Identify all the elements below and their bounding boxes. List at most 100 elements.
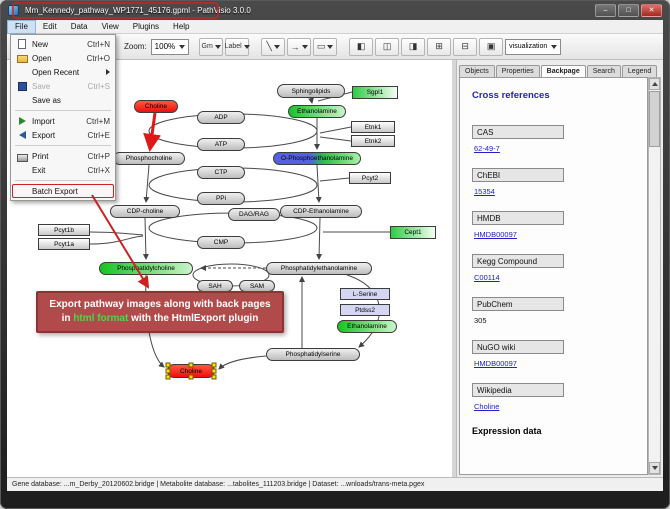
tab-legend[interactable]: Legend: [621, 65, 658, 77]
pathway-node-dag-rag[interactable]: DAG/RAG: [228, 208, 280, 221]
chevron-down-icon: [551, 44, 558, 49]
arrow-tool-button[interactable]: →: [287, 37, 312, 56]
status-bar: Gene database: ...m_Derby_20120602.bridg…: [7, 477, 663, 491]
line-tool-button[interactable]: ╲: [261, 37, 286, 56]
node-label: Etnk1: [364, 123, 382, 131]
pathway-node-etnk1[interactable]: Etnk1: [351, 121, 395, 133]
common-height-button[interactable]: ⊟: [453, 37, 478, 56]
menu-item-export-icon: [16, 131, 28, 139]
align-left-button[interactable]: ◧: [349, 37, 374, 56]
backpage-section-value[interactable]: HMDB00097: [474, 359, 517, 368]
file-menu-item-save-as[interactable]: Save as: [12, 93, 114, 107]
selection-handle[interactable]: [211, 362, 217, 368]
pathway-node-sam[interactable]: SAM: [239, 280, 275, 292]
pathway-node-ethanolamine[interactable]: Ethanolamine: [288, 105, 346, 118]
shape-tool-button[interactable]: ▭: [313, 37, 338, 56]
pathway-node-choline[interactable]: Choline: [165, 362, 217, 380]
label-tool-label: Label: [224, 43, 242, 50]
pathway-node-etnk2[interactable]: Etnk2: [351, 135, 395, 147]
tab-backpage[interactable]: Backpage: [540, 65, 586, 78]
label-tool-button[interactable]: Label: [224, 37, 250, 56]
selection-handle[interactable]: [165, 362, 171, 368]
menu-item-print-icon: [16, 151, 28, 162]
selection-handle[interactable]: [211, 374, 217, 380]
align-center-button[interactable]: ◫: [375, 37, 400, 56]
scrollbar-thumb[interactable]: [649, 91, 660, 147]
menu-help[interactable]: Help: [173, 21, 190, 31]
file-menu-item-open-recent[interactable]: Open Recent: [12, 65, 114, 79]
minimize-button[interactable]: –: [595, 3, 616, 17]
backpage-section-value[interactable]: 62-49-7: [474, 144, 500, 153]
menu-file[interactable]: File: [7, 19, 36, 34]
pathway-node-ethanolamine[interactable]: Ethanolamine: [337, 320, 397, 333]
align-right-button[interactable]: ◨: [401, 37, 426, 56]
backpage-section-value[interactable]: 15354: [474, 187, 495, 196]
menu-plugins[interactable]: Plugins: [132, 21, 160, 31]
pathway-node-ctp[interactable]: CTP: [197, 166, 245, 179]
pathway-node-phosphocholine[interactable]: Phosphocholine: [113, 152, 185, 165]
close-button[interactable]: ✕: [641, 3, 662, 17]
tab-objects[interactable]: Objects: [459, 65, 495, 77]
common-width-button[interactable]: ⊞: [427, 37, 452, 56]
maximize-button[interactable]: □: [618, 3, 639, 17]
window-controls: – □ ✕: [595, 3, 662, 17]
zoom-label: Zoom:: [124, 42, 147, 51]
title-bar[interactable]: Mm_Kennedy_pathway_WP1771_45176.gpml - P…: [0, 0, 670, 20]
stack-vertical-button[interactable]: ▣: [479, 37, 504, 56]
pathway-node-pcyt1a[interactable]: Pcyt1a: [38, 238, 90, 250]
selection-handle[interactable]: [165, 374, 171, 380]
selection-handle[interactable]: [165, 368, 171, 374]
tab-properties[interactable]: Properties: [495, 65, 540, 77]
file-menu-item-batch-export[interactable]: Batch Export: [12, 184, 114, 198]
pathway-node-pcyt1b[interactable]: Pcyt1b: [38, 224, 90, 236]
menu-view[interactable]: View: [101, 21, 119, 31]
backpage-section-value[interactable]: C00114: [474, 273, 500, 282]
pathway-node-atp[interactable]: ATP: [197, 138, 245, 151]
pathway-node-cept1[interactable]: Cept1: [390, 226, 436, 239]
pathway-node-ppi[interactable]: PPi: [197, 192, 245, 205]
pathway-node-sphingolipids[interactable]: Sphingolipids: [277, 84, 345, 98]
menu-edit[interactable]: Edit: [42, 21, 57, 31]
pathway-node-adp[interactable]: ADP: [197, 111, 245, 124]
menu-item-label: Save as: [32, 95, 61, 105]
zoom-combobox[interactable]: 100%: [150, 38, 190, 55]
pathway-node-o-phosphoethanolamine[interactable]: O-Phosphoethanolamine: [273, 152, 361, 165]
pathway-node-cmp[interactable]: CMP: [197, 236, 245, 249]
menu-data[interactable]: Data: [70, 21, 88, 31]
scroll-down-button[interactable]: [649, 462, 660, 474]
node-label: Ethanolamine: [347, 323, 387, 330]
panel-scrollbar[interactable]: [648, 77, 661, 475]
save-icon: [17, 81, 27, 91]
menu-separator: [15, 180, 111, 181]
selection-handle[interactable]: [188, 374, 194, 380]
tab-search[interactable]: Search: [586, 65, 621, 77]
pathway-node-ptdss2[interactable]: Ptdss2: [340, 304, 390, 316]
selection-handle[interactable]: [188, 362, 194, 368]
pathway-node-cdp-ethanolamine[interactable]: CDP-Ethanolamine: [280, 205, 362, 218]
pathway-node-pcyt2[interactable]: Pcyt2: [349, 172, 391, 184]
backpage-section-value[interactable]: HMDB00097: [474, 230, 517, 239]
pathway-node-phosphatidylserine[interactable]: Phosphatidylserine: [266, 348, 360, 361]
pathway-node-phosphatidylethanolamine[interactable]: Phosphatidylethanolamine: [266, 262, 372, 275]
pathway-node-choline[interactable]: Choline: [134, 100, 178, 113]
selection-handle[interactable]: [211, 368, 217, 374]
backpage-section-value[interactable]: Choline: [474, 402, 500, 411]
node-label: Cept1: [404, 229, 422, 236]
scroll-up-button[interactable]: [649, 78, 660, 90]
pathway-node-sgpl1[interactable]: Sgpl1: [352, 86, 398, 99]
panel-splitter[interactable]: [452, 60, 456, 477]
pathway-node-cdp-choline[interactable]: CDP-choline: [110, 205, 180, 218]
datanode-tool-button[interactable]: Gm: [199, 37, 224, 56]
pathway-node-phosphatidylcholine[interactable]: Phosphatidylcholine: [99, 262, 193, 275]
visualization-combobox[interactable]: visualization: [505, 38, 562, 55]
pathway-node-l-serine[interactable]: L-Serine: [340, 288, 390, 300]
